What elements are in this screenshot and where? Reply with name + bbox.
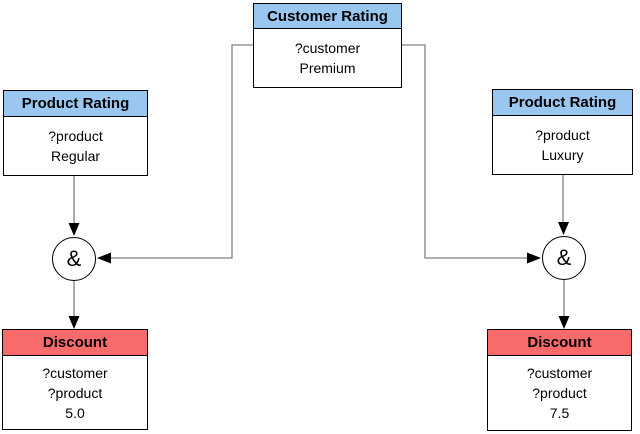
node-discount-left: Discount ?customer ?product 5.0 (2, 329, 148, 430)
node-line: 5.0 (65, 404, 85, 421)
node-product-rating-left: Product Rating ?product Regular (3, 90, 148, 176)
node-line: ?customer (526, 365, 593, 381)
node-title: Product Rating (493, 90, 632, 116)
node-body: ?customer Premium (254, 29, 401, 87)
node-line: Premium (299, 60, 356, 76)
node-title: Customer Rating (254, 4, 401, 29)
edge-customer-to-join-right (402, 44, 541, 264)
node-body: ?customer ?product 5.0 (3, 356, 147, 429)
edge-join-left-to-discount-left (68, 281, 80, 329)
node-join-right-and: & (542, 236, 586, 280)
node-body: ?product Luxury (493, 116, 632, 174)
node-body: ?customer ?product 7.5 (488, 356, 631, 430)
edge-customer-to-join-left (97, 44, 253, 264)
node-line: ?product (47, 384, 103, 401)
edge-product-right-to-join-right (558, 175, 569, 235)
node-discount-right: Discount ?customer ?product 7.5 (487, 329, 632, 431)
node-line: Regular (50, 148, 101, 164)
join-and-label: & (556, 245, 572, 270)
node-body: ?product Regular (4, 117, 147, 175)
node-product-rating-right: Product Rating ?product Luxury (492, 89, 633, 175)
node-title: Product Rating (4, 91, 147, 117)
node-line: 7.5 (549, 405, 570, 421)
node-line: ?customer (42, 364, 108, 381)
node-join-left-and: & (52, 237, 96, 281)
node-line: Luxury (541, 147, 584, 163)
node-line: ?product (535, 127, 590, 143)
node-title: Discount (3, 330, 147, 356)
edge-product-left-to-join-left (68, 176, 80, 236)
node-line: ?customer (294, 40, 361, 56)
join-and-label: & (66, 246, 82, 271)
node-customer-rating: Customer Rating ?customer Premium (253, 3, 402, 88)
node-line: ?product (48, 128, 103, 144)
node-line: ?product (532, 385, 587, 401)
edge-join-right-to-discount-right (558, 280, 570, 329)
node-title: Discount (488, 330, 631, 356)
